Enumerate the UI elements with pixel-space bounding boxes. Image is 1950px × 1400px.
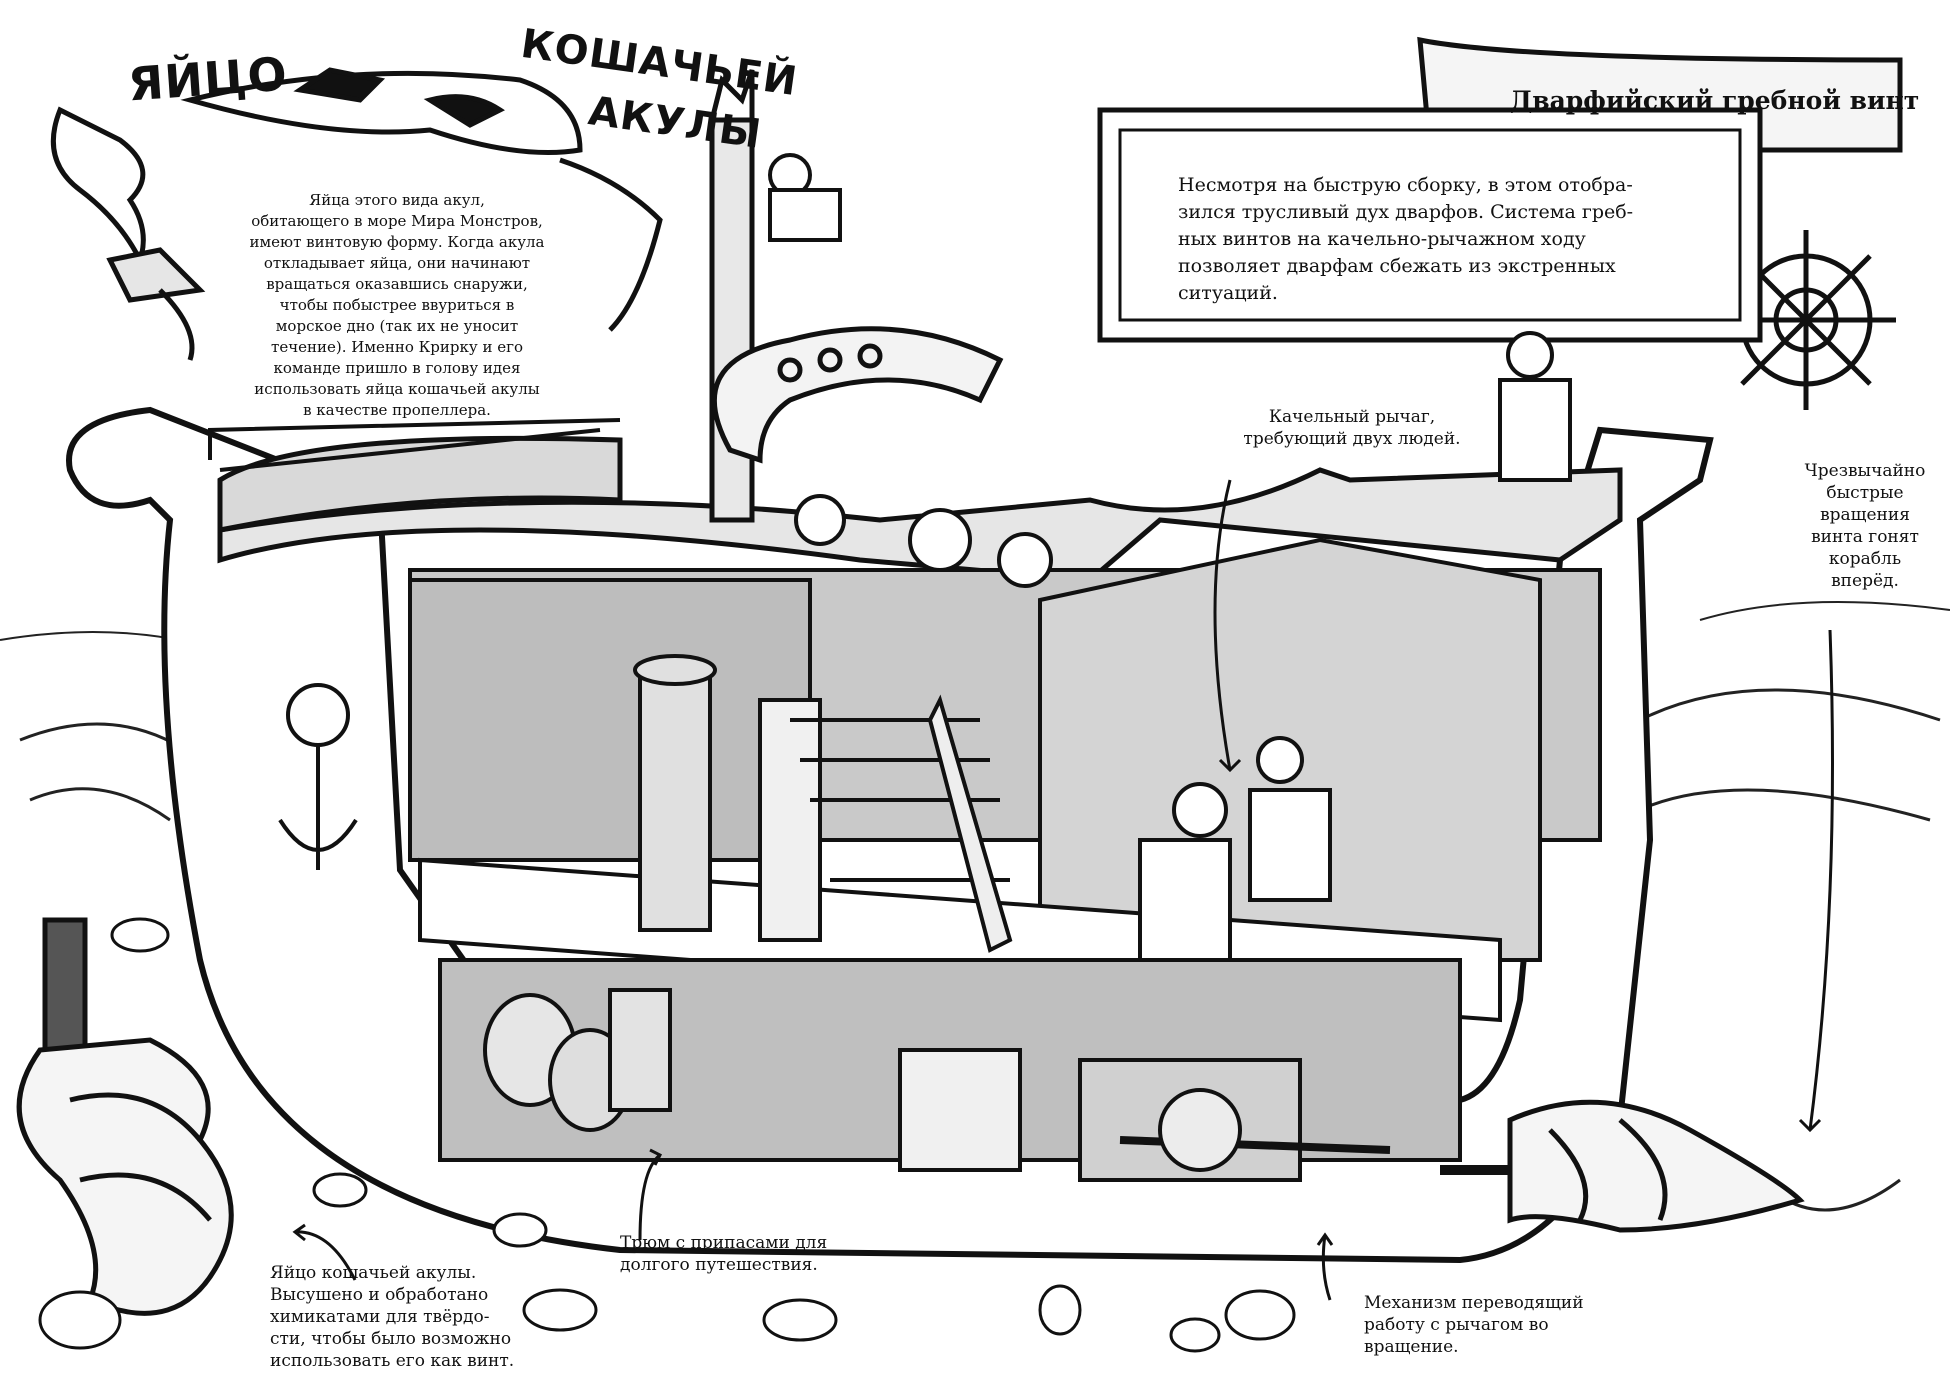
- lever-annotation: Качельный рычаг, требующий двух людей.: [1222, 406, 1482, 450]
- banner-text-line: зился трусливый дух дварфов. Система гре…: [1178, 201, 1634, 223]
- speed-annotation-line: Чрезвычайно: [1804, 461, 1926, 481]
- mechanism-annotation: Механизм переводящий работу с рычагом во…: [1364, 1292, 1604, 1358]
- egg-desc-line: команде пришло в голову идея: [273, 359, 521, 377]
- ships-wheel-icon: [1716, 230, 1896, 410]
- annotation-arrows: [292, 479, 1834, 1301]
- egg-desc-line: течение). Именно Крирку и его: [271, 338, 523, 356]
- egg-desc-line: в качестве пропеллера.: [303, 401, 491, 419]
- lever-annotation-line: требующий двух людей.: [1243, 429, 1461, 449]
- egg-prop-annotation-line: Яйцо кошачьей акулы.: [270, 1263, 477, 1283]
- speed-annotation-line: вперёд.: [1831, 571, 1899, 591]
- right-egg-propeller: [1440, 1099, 1805, 1233]
- fish-group: [38, 917, 1296, 1353]
- banner-title: Дварфийский гребной винт: [1510, 86, 1920, 115]
- dwarf-characters: [768, 153, 1572, 962]
- hold-annotation: Трюм с припасами для долгого путешествия…: [620, 1232, 880, 1276]
- mechanism-annotation-line: Механизм переводящий: [1364, 1293, 1584, 1313]
- speed-annotation-line: винта гонят: [1811, 527, 1919, 547]
- egg-desc-line: откладывает яйца, они начинают: [263, 254, 531, 272]
- banner-text-line: позволяет дварфам сбежать из экстренных: [1178, 255, 1616, 277]
- egg-prop-annotation-line: химикатами для твёрдо-: [270, 1307, 490, 1327]
- egg-prop-annotation-line: сти, чтобы было возможно: [270, 1329, 512, 1349]
- egg-title-word1: ЯЙЦО: [126, 46, 290, 112]
- egg-desc-line: имеют винтовую форму. Когда акула: [249, 233, 545, 251]
- egg-prop-annotation-line: Высушено и обработано: [270, 1285, 489, 1305]
- lower-hold: [438, 958, 1462, 1182]
- stairs: [758, 694, 1013, 953]
- anchor-emblem: [278, 683, 358, 870]
- tentacle-figurehead: [711, 326, 1004, 464]
- egg-desc-line: обитающего в море Мира Монстров,: [251, 212, 543, 230]
- speed-annotation-line: корабль: [1828, 549, 1902, 569]
- banner-frame: [1097, 36, 1903, 343]
- banner-text: Несмотря на быструю сборку, в этом отобр…: [1178, 172, 1738, 307]
- egg-desc-line: чтобы побыстрее ввуриться в: [279, 296, 515, 314]
- egg-prop-annotation-line: использовать его как винт.: [270, 1351, 515, 1371]
- banner-text-line: Несмотря на быструю сборку, в этом отобр…: [1178, 174, 1633, 196]
- egg-desc-line: использовать яйца кошачьей акулы: [254, 380, 540, 398]
- support-column: [633, 654, 717, 932]
- egg-prop-annotation: Яйцо кошачьей акулы. Высушено и обработа…: [270, 1262, 570, 1372]
- speed-annotation: Чрезвычайно быстрые вращения винта гонят…: [1790, 460, 1940, 592]
- deck-wheels: [794, 494, 1053, 588]
- upper-cabin: [408, 537, 1602, 1023]
- speed-annotation-line: вращения: [1820, 505, 1910, 525]
- lever-annotation-line: Качельный рычаг,: [1268, 407, 1436, 427]
- mechanism-annotation-line: работу с рычагом во: [1364, 1315, 1549, 1335]
- banner-text-line: ситуаций.: [1178, 282, 1278, 304]
- hold-annotation-line: долгого путешествия.: [620, 1255, 818, 1275]
- egg-desc-line: морское дно (так их не уносит: [275, 317, 519, 335]
- left-egg-propeller: [16, 917, 234, 1316]
- mechanism-annotation-line: вращение.: [1364, 1337, 1459, 1357]
- egg-desc-line: вращаться оказавшись снаружи,: [266, 275, 528, 293]
- cat-shark-graphic: [180, 67, 663, 332]
- banner-text-line: ных винтов на качельно-рычажном ходу: [1178, 228, 1586, 250]
- speed-annotation-line: быстрые: [1826, 483, 1904, 503]
- egg-desc-line: Яйца этого вида акул,: [309, 191, 485, 209]
- egg-specimen: [50, 106, 206, 361]
- egg-description: Яйца этого вида акул, обитающего в море …: [212, 190, 582, 421]
- hold-annotation-line: Трюм с припасами для: [620, 1233, 828, 1253]
